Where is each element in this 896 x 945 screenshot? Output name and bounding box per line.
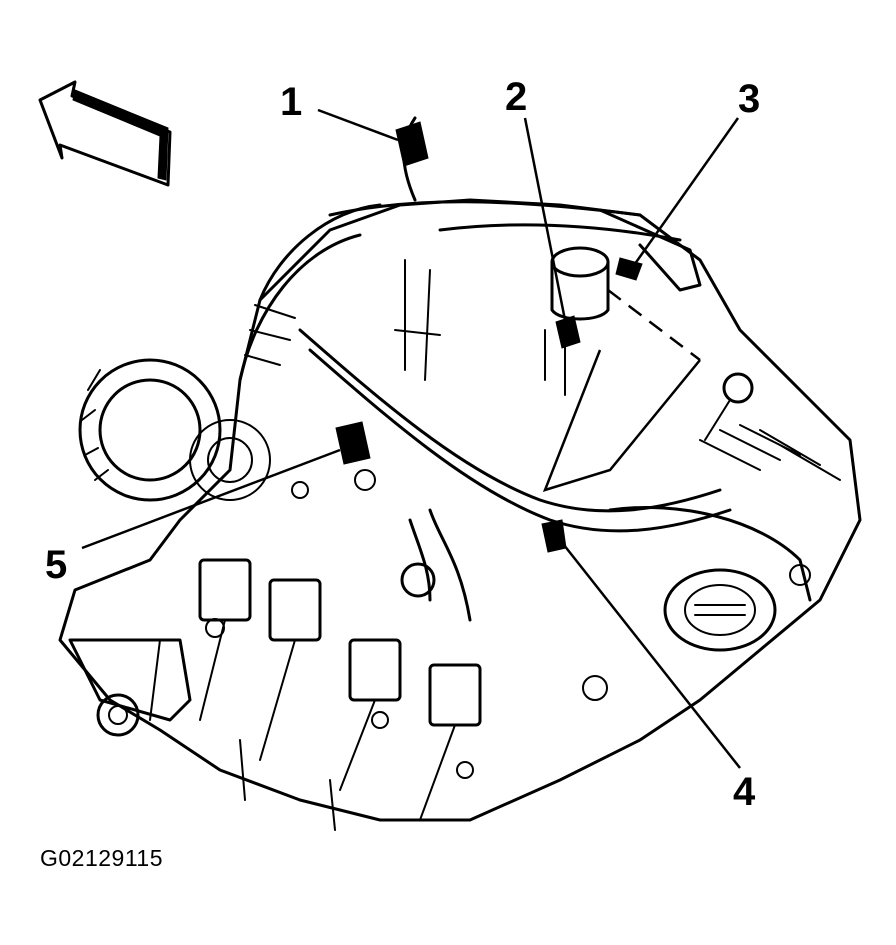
leader-line-2 — [523, 117, 567, 321]
callout-4: 4 — [733, 770, 756, 814]
leader-line-3 — [630, 117, 740, 269]
figure-id-label: G02129115 — [40, 845, 164, 871]
callout-1: 1 — [280, 80, 302, 124]
reference-dashed-line — [607, 289, 701, 361]
connector-1 — [395, 116, 429, 202]
engine-illustration — [58, 198, 862, 831]
front-direction-arrow-icon — [38, 80, 172, 187]
connector-2 — [555, 315, 581, 349]
leader-line-1 — [317, 108, 399, 142]
reference-bracket — [542, 349, 701, 492]
callout-2: 2 — [505, 75, 527, 119]
connector-4 — [541, 519, 567, 553]
connector-5 — [335, 421, 371, 465]
leader-line-4 — [559, 539, 741, 769]
callout-5: 5 — [45, 543, 67, 587]
leader-line-5 — [81, 448, 341, 550]
callout-3: 3 — [738, 77, 760, 121]
